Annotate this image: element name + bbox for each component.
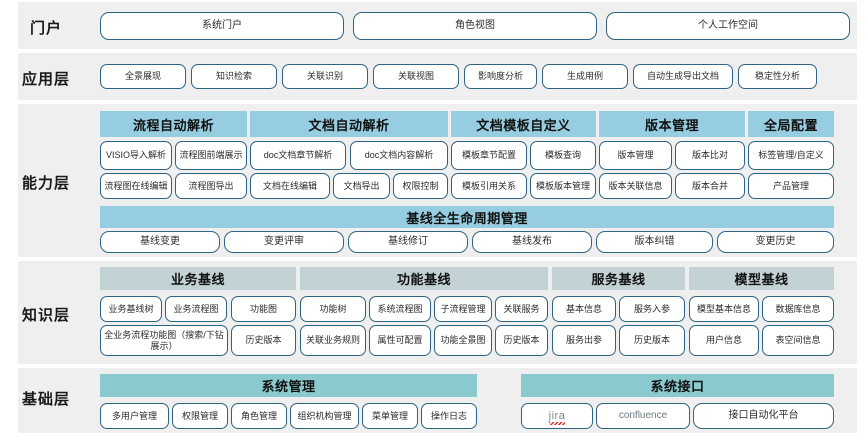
knowledge-button-service-output-params[interactable]: 服务出参 bbox=[552, 325, 616, 356]
app-button-auto-export-doc[interactable]: 自动生成导出文档 bbox=[633, 64, 733, 89]
capability-button-template-version-manage[interactable]: 模板版本管理 bbox=[530, 173, 596, 199]
portal-button-system-portal[interactable]: 系统门户 bbox=[100, 12, 344, 40]
capability-button-visio-import-parse[interactable]: VISIO导入解析 bbox=[100, 141, 172, 170]
knowledge-button-history-version-service[interactable]: 历史版本 bbox=[619, 325, 685, 356]
baseline-button-change-review[interactable]: 变更评审 bbox=[224, 231, 344, 253]
capability-button-flowchart-export[interactable]: 流程图导出 bbox=[175, 173, 247, 199]
knowledge-button-subprocess-manage[interactable]: 子流程管理 bbox=[434, 296, 492, 322]
knowledge-button-user-info[interactable]: 用户信息 bbox=[689, 325, 759, 356]
knowledge-button-function-chart[interactable]: 功能图 bbox=[231, 296, 296, 322]
capability-group-header-version-mgmt: 版本管理 bbox=[599, 111, 745, 137]
layer-label-capability: 能力层 bbox=[21, 175, 70, 192]
knowledge-button-tablespace-info[interactable]: 表空间信息 bbox=[762, 325, 834, 356]
layer-label-application: 应用层 bbox=[21, 71, 70, 88]
capability-button-version-merge[interactable]: 版本合并 bbox=[675, 173, 745, 199]
foundation-button-permission-manage[interactable]: 权限管理 bbox=[172, 403, 228, 429]
app-button-stability-analysis[interactable]: 稳定性分析 bbox=[738, 64, 817, 89]
knowledge-button-database-info[interactable]: 数据库信息 bbox=[762, 296, 834, 322]
knowledge-button-function-panorama[interactable]: 功能全景图 bbox=[434, 325, 492, 356]
capability-button-version-compare[interactable]: 版本比对 bbox=[675, 141, 745, 170]
app-button-panorama[interactable]: 全景展现 bbox=[100, 64, 186, 89]
foundation-group-header-system-management: 系统管理 bbox=[100, 374, 477, 397]
knowledge-button-related-service[interactable]: 关联服务 bbox=[495, 296, 548, 322]
foundation-button-role-manage[interactable]: 角色管理 bbox=[231, 403, 287, 429]
app-button-relation-recognition[interactable]: 关联识别 bbox=[282, 64, 368, 89]
portal-button-role-view[interactable]: 角色视图 bbox=[353, 12, 597, 40]
foundation-button-multi-user-manage[interactable]: 多用户管理 bbox=[100, 403, 169, 429]
capability-baseline-header: 基线全生命周期管理 bbox=[100, 206, 834, 228]
baseline-button-change-history[interactable]: 变更历史 bbox=[717, 231, 834, 253]
capability-button-doc-chapter-parse[interactable]: doc文档章节解析 bbox=[250, 141, 346, 170]
baseline-button-version-correction[interactable]: 版本纠错 bbox=[596, 231, 713, 253]
capability-button-template-chapter-config[interactable]: 模板章节配置 bbox=[451, 141, 527, 170]
layer-label-foundation: 基础层 bbox=[21, 391, 70, 408]
knowledge-button-function-tree[interactable]: 功能树 bbox=[300, 296, 366, 322]
foundation-button-org-structure-manage[interactable]: 组织机构管理 bbox=[290, 403, 359, 429]
knowledge-group-header-business-baseline: 业务基线 bbox=[100, 267, 296, 290]
capability-button-doc-content-parse[interactable]: doc文档内容解析 bbox=[350, 141, 448, 170]
knowledge-group-header-service-baseline: 服务基线 bbox=[552, 267, 685, 290]
app-button-knowledge-search[interactable]: 知识检索 bbox=[191, 64, 277, 89]
capability-button-template-query[interactable]: 模板查询 bbox=[530, 141, 596, 170]
foundation-button-jira[interactable]: jira bbox=[521, 403, 593, 429]
knowledge-button-service-input-params[interactable]: 服务入参 bbox=[619, 296, 685, 322]
foundation-button-confluence[interactable]: confluence bbox=[596, 403, 690, 429]
capability-button-template-reference-relation[interactable]: 模板引用关系 bbox=[451, 173, 527, 199]
baseline-button-publish[interactable]: 基线发布 bbox=[472, 231, 592, 253]
capability-group-header-process-parse: 流程自动解析 bbox=[100, 111, 247, 137]
app-button-relation-view[interactable]: 关联视图 bbox=[373, 64, 459, 89]
knowledge-button-attribute-configurable[interactable]: 属性可配置 bbox=[369, 325, 431, 356]
knowledge-group-header-function-baseline: 功能基线 bbox=[300, 267, 548, 290]
confluence-logo-text: confluence bbox=[618, 410, 668, 422]
capability-button-flowchart-frontend-display[interactable]: 流程图前端展示 bbox=[175, 141, 247, 170]
capability-button-version-relation-info[interactable]: 版本关联信息 bbox=[599, 173, 672, 199]
capability-button-product-manage[interactable]: 产品管理 bbox=[748, 173, 834, 199]
knowledge-group-header-model-baseline: 模型基线 bbox=[689, 267, 834, 290]
jira-logo-text: jira bbox=[548, 409, 566, 426]
knowledge-button-basic-info[interactable]: 基本信息 bbox=[552, 296, 616, 322]
capability-button-permission-control[interactable]: 权限控制 bbox=[393, 173, 448, 199]
baseline-button-revision[interactable]: 基线修订 bbox=[348, 231, 468, 253]
capability-group-header-global-config: 全局配置 bbox=[748, 111, 834, 137]
layer-label-portal: 门户 bbox=[29, 20, 62, 37]
capability-group-header-doc-template: 文档模板自定义 bbox=[451, 111, 596, 137]
knowledge-button-system-flowchart[interactable]: 系统流程图 bbox=[369, 296, 431, 322]
foundation-button-operation-log[interactable]: 操作日志 bbox=[421, 403, 477, 429]
knowledge-button-history-version-function[interactable]: 历史版本 bbox=[495, 325, 548, 356]
foundation-button-interface-automation-platform[interactable]: 接口自动化平台 bbox=[693, 403, 834, 429]
knowledge-button-model-basic-info[interactable]: 模型基本信息 bbox=[689, 296, 759, 322]
app-button-generate-case[interactable]: 生成用例 bbox=[542, 64, 628, 89]
capability-button-version-manage[interactable]: 版本管理 bbox=[599, 141, 672, 170]
capability-group-header-doc-parse: 文档自动解析 bbox=[250, 111, 448, 137]
capability-button-doc-export[interactable]: 文档导出 bbox=[333, 173, 390, 199]
knowledge-button-history-version-business[interactable]: 历史版本 bbox=[231, 325, 296, 356]
capability-button-tag-manage-custom[interactable]: 标签管理/自定义 bbox=[748, 141, 834, 170]
knowledge-button-full-business-process-function-chart[interactable]: 全业务流程功能图（搜索/下钻展示） bbox=[100, 325, 228, 356]
knowledge-button-related-business-rule[interactable]: 关联业务规则 bbox=[300, 325, 366, 356]
portal-button-personal-workspace[interactable]: 个人工作空间 bbox=[606, 12, 850, 40]
capability-button-doc-online-edit[interactable]: 文档在线编辑 bbox=[250, 173, 330, 199]
baseline-button-change[interactable]: 基线变更 bbox=[100, 231, 220, 253]
app-button-impact-analysis[interactable]: 影响度分析 bbox=[464, 64, 537, 89]
layer-label-knowledge: 知识层 bbox=[21, 307, 70, 324]
foundation-group-header-system-interface: 系统接口 bbox=[521, 374, 834, 397]
knowledge-button-business-flowchart[interactable]: 业务流程图 bbox=[165, 296, 227, 322]
capability-button-flowchart-online-edit[interactable]: 流程图在线编辑 bbox=[100, 173, 172, 199]
knowledge-button-business-baseline-tree[interactable]: 业务基线树 bbox=[100, 296, 162, 322]
foundation-button-menu-manage[interactable]: 菜单管理 bbox=[362, 403, 418, 429]
